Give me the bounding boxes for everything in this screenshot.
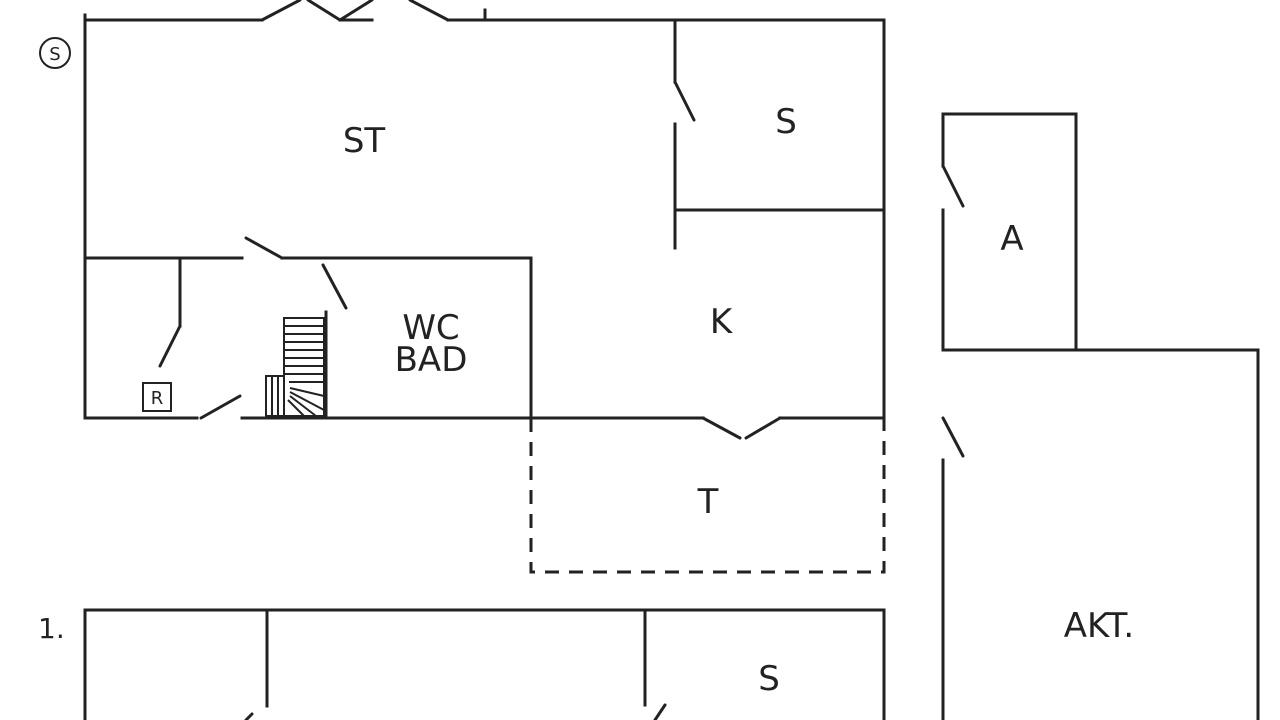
first-floor-marker: 1.	[38, 612, 65, 645]
room-label-st: ST	[343, 121, 386, 161]
akt-door-swing	[941, 416, 965, 458]
stairs-icon	[265, 317, 325, 417]
room-label-s-bottom: S	[758, 659, 780, 699]
hall-door-swing	[244, 236, 284, 260]
r-symbol-label: R	[151, 388, 164, 409]
first-floor-walls	[83, 608, 886, 720]
room-label-wc: WC	[402, 308, 459, 348]
entry-door-swing	[199, 394, 242, 420]
kitchen-bottom-doors	[701, 416, 782, 440]
s-door-swing	[673, 80, 696, 122]
terrace-outline	[529, 418, 886, 574]
r-symbol: R	[142, 382, 172, 412]
a-door-swing	[941, 164, 965, 208]
ground-floor-walls	[83, 8, 886, 420]
ground-floor-marker-label: S	[49, 44, 60, 65]
closet-door-swing	[158, 324, 182, 368]
room-label-k: K	[710, 302, 734, 342]
room-label-akt: AKT.	[1064, 606, 1134, 646]
inner-rooms-walls	[83, 236, 533, 420]
ground-floor-marker: S	[39, 37, 71, 69]
room-s-top-walls	[673, 18, 886, 250]
room-label-t: T	[697, 482, 719, 522]
top-double-doors	[260, 0, 450, 22]
wc-door-swing	[321, 263, 348, 310]
room-label-s-top: S	[775, 102, 797, 142]
annex-walls	[941, 112, 1260, 720]
room-label-a: A	[1000, 219, 1023, 259]
first-floor-door-2	[653, 703, 667, 720]
room-label-bad: BAD	[395, 340, 468, 380]
first-floor-door-1	[244, 712, 254, 720]
